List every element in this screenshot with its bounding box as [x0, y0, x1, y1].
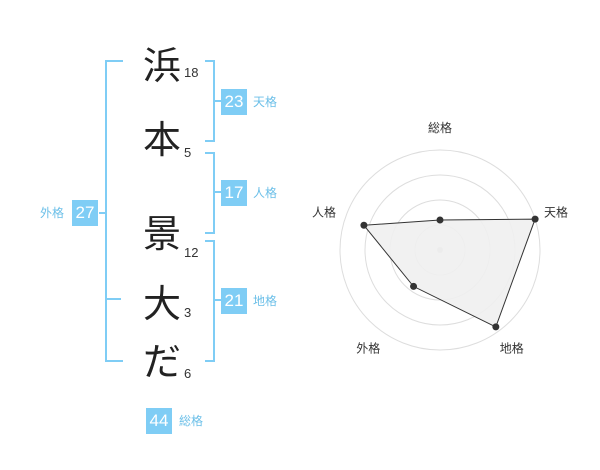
jinkaku-bracket [205, 152, 215, 234]
soukaku-label: 総格 [179, 414, 204, 428]
radar-ring-4 [339, 149, 541, 351]
name-char-5: だ [142, 340, 181, 384]
radar-point-2 [531, 215, 539, 223]
tenkaku-connector [213, 100, 221, 102]
stroke-count-2: 5 [184, 145, 192, 160]
radar-axis-label-2: 天格 [544, 204, 568, 219]
radar-axis-label-5: 人格 [312, 204, 336, 219]
radar-point-3 [492, 323, 500, 331]
name-char-1: 浜 [142, 44, 181, 88]
stroke-count-1: 18 [184, 65, 199, 80]
chikaku-connector [213, 299, 221, 301]
radar-point-5 [360, 221, 368, 229]
radar-point-4 [410, 282, 418, 290]
gaikaku-value: 27 [72, 200, 98, 226]
tenkaku-label: 天格 [253, 95, 278, 109]
gaikaku-label: 外格 [40, 206, 65, 220]
radar-axis-label-3: 地格 [500, 341, 524, 356]
radar-axis-label-4: 外格 [356, 341, 380, 356]
jinkaku-value: 17 [221, 180, 247, 206]
gaikaku-bracket [105, 60, 123, 362]
stroke-count-4: 3 [184, 305, 192, 320]
jinkaku-label: 人格 [253, 186, 278, 200]
name-char-2: 本 [142, 118, 181, 162]
stroke-count-5: 6 [184, 366, 192, 381]
gaikaku-connector [99, 212, 107, 214]
chikaku-label: 地格 [253, 294, 278, 308]
soukaku-value: 44 [146, 408, 172, 434]
radar-axis-label-1: 総格 [428, 120, 452, 135]
stroke-count-3: 12 [184, 245, 199, 260]
tenkaku-value: 23 [221, 89, 247, 115]
name-char-4: 大 [142, 282, 181, 326]
jinkaku-connector [213, 191, 221, 193]
chikaku-bracket [205, 240, 215, 362]
gaikaku-inner-tick [105, 298, 121, 300]
radar-point-1 [436, 216, 444, 224]
radar-area [362, 218, 536, 328]
chikaku-value: 21 [221, 288, 247, 314]
name-char-3: 景 [142, 212, 181, 256]
